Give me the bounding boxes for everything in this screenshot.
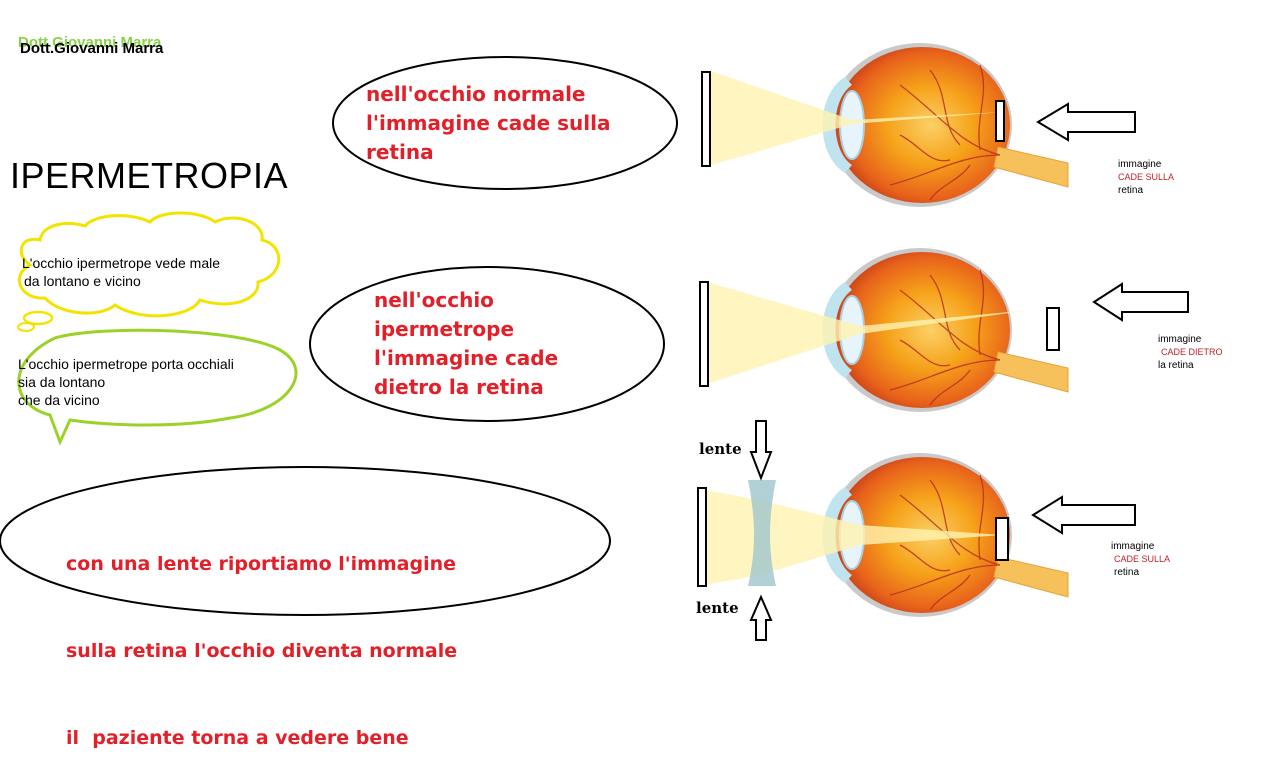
eye-hyperopic [699,247,1189,413]
ellipse-hyperopic-line: l'immagine cade [374,346,559,370]
ellipse-normal-text: nell'occhio normale l'immagine cade sull… [366,80,611,167]
ellipse-normal-line: retina [366,140,434,164]
ellipse-normal-shape [332,56,678,190]
label-line: CADE DIETRO [1161,347,1223,357]
author-name: Dott.Giovanni Marra [20,40,164,57]
label-line: immagine [1118,159,1162,170]
bubble-note: L'occhio ipermetrope porta occhiali sia … [18,355,234,409]
ellipse-hyperopic-text: nell'occhio ipermetrope l'immagine cade … [374,286,558,402]
ellipse-hyperopic-line: ipermetrope [374,317,515,341]
bubble-note-line: sia da lontano [18,374,106,390]
ellipse-normal-line: l'immagine cade sulla [366,111,611,135]
lens-label-top: lente [699,440,742,458]
lens-label-bottom: lente [696,599,739,617]
label-line: CADE SULLA [1114,554,1171,564]
eye-corrected [697,420,1136,641]
label-line: immagine [1111,541,1155,552]
cloud-note-line: da lontano e vicino [24,273,141,289]
label-line: retina [1118,185,1144,196]
arrow-left-icon [1036,102,1136,142]
label-line: immagine [1158,334,1202,345]
arrow-up-icon [749,594,773,641]
bubble-note-line: che da vicino [18,392,100,408]
arrow-down-icon [749,420,773,481]
ellipse-hyperopic-shape [309,266,665,422]
ellipse-lens-line: il paziente torna a vedere bene [66,727,409,749]
ellipse-normal-line: nell'occhio normale [366,82,586,106]
cloud-note: L'occhio ipermetrope vede male da lontan… [22,254,220,290]
label-line: la retina [1158,360,1194,371]
bubble-note-line: L'occhio ipermetrope porta occhiali [18,356,234,372]
label-line: CADE SULLA [1118,172,1175,182]
diagram-canvas [0,42,1189,641]
ellipse-lens-line: sulla retina l'occhio diventa normale [66,640,458,662]
cloud-note-line: L'occhio ipermetrope vede male [22,255,221,271]
label-lens: immagine CADE SULLA retina [1111,540,1170,579]
label-hyperopic: immagine CADE DIETRO la retina [1158,333,1223,372]
arrow-left-icon [1031,495,1136,535]
speech-bubble [17,328,298,446]
ellipse-lens-shape [0,466,611,616]
label-normal: immagine CADE SULLA retina [1118,158,1174,197]
ellipse-lens-line: con una lente riportiamo l'immagine [66,553,457,575]
thought-cloud [17,211,281,332]
arrow-left-icon [1092,282,1189,322]
ellipse-hyperopic-line: dietro la retina [374,375,544,399]
label-line: retina [1114,567,1140,578]
lens-shape [748,480,776,586]
page-title: IPERMETROPIA [10,155,289,196]
eye-normal [701,42,1136,208]
author-shadow: Dott.Giovanni Marra [18,34,162,51]
ellipse-lens-text: con una lente riportiamo l'immagine sull… [66,492,457,782]
ellipse-hyperopic-line: nell'occhio [374,288,494,312]
